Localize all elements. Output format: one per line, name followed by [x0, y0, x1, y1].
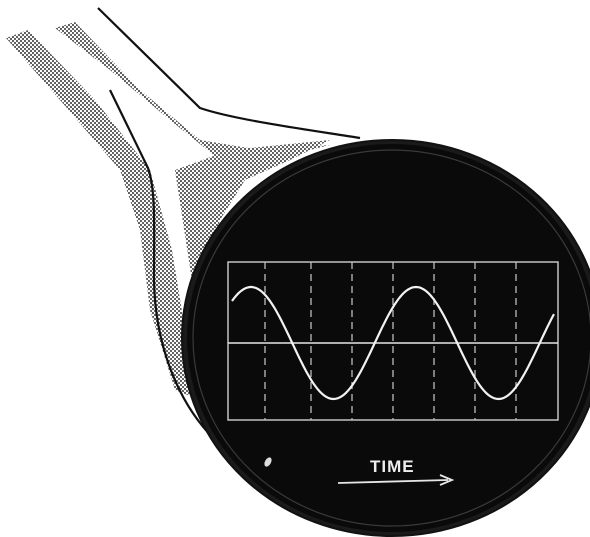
screen-face	[187, 144, 590, 532]
neck-outline-bottom	[109, 89, 216, 441]
neck-shading-right	[55, 22, 330, 185]
crt-screen: TIME	[181, 139, 590, 537]
screen-glint	[264, 457, 272, 467]
time-arrow-head	[439, 474, 455, 486]
screen-highlight	[192, 149, 590, 527]
sine-trace	[231, 285, 555, 401]
funnel-shading	[175, 140, 330, 300]
neck-outline-top	[97, 7, 361, 140]
neck-shading-left	[6, 30, 200, 400]
time-axis-label: TIME	[370, 457, 415, 476]
time-arrow-line	[337, 479, 449, 484]
graticule-vertical-lines	[264, 262, 517, 420]
